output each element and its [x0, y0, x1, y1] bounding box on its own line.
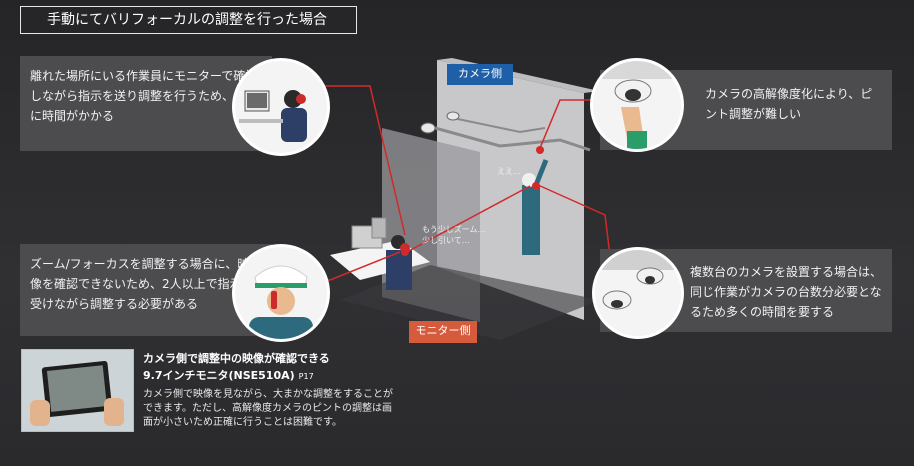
connector-line: [539, 99, 598, 149]
product-model-line: 9.7インチモニタ(NSE510A)P17: [143, 367, 314, 383]
multiple-cameras-circle: [592, 247, 684, 339]
product-model: 9.7インチモニタ(NSE510A): [143, 369, 295, 382]
camera-worker-figure: [522, 185, 540, 255]
worker-on-phone-icon: [249, 265, 313, 339]
connector-dot: [536, 146, 544, 154]
page-title: 手動にてバリフォーカルの調整を行った場合: [20, 6, 357, 34]
callout-two-people: ズーム/フォーカスを調整する場合に、映像を確認できないため、2人以上で指示を受け…: [20, 244, 272, 336]
operator-at-monitors-icon: [239, 90, 307, 142]
camera-side-label: カメラ側: [447, 64, 513, 85]
monitor-icon: [371, 217, 387, 239]
cable: [427, 124, 591, 152]
monitor-side-label: モニター側: [409, 321, 477, 343]
dome-camera-icon: [446, 111, 460, 121]
hand-adjusting-camera-icon: [593, 61, 681, 149]
operator-speech: もう少しズーム… 少し引いて…: [422, 224, 486, 246]
connector-line: [404, 185, 531, 254]
camera-worker-speech: ええ…: [497, 167, 521, 176]
monitor-operator-circle: [232, 58, 330, 156]
helmet-worker-circle: [232, 244, 330, 342]
multiple-dome-cameras-icon: [595, 250, 681, 310]
product-page-ref: P17: [298, 372, 314, 381]
camera-adjust-circle: [590, 58, 684, 152]
tablet-monitor-icon: [22, 350, 133, 431]
dome-camera-icon: [420, 122, 436, 134]
tablet-monitor-photo: [21, 349, 134, 432]
connector-dot: [401, 248, 409, 256]
connector-dot: [532, 182, 540, 190]
product-description: カメラ側で映像を見ながら、大まかな調整をすることができます。ただし、高解像度カメ…: [143, 389, 393, 428]
cable: [452, 117, 546, 134]
camera-worker-helmet: [522, 173, 536, 187]
operator-speech-line2: 少し引いて…: [422, 236, 470, 245]
operator-speech-line1: もう少しズーム…: [422, 225, 486, 234]
callout-remote-worker: 離れた場所にいる作業員にモニターで確認しながら指示を送り調整を行うため、作業に時…: [20, 56, 272, 151]
product-title: カメラ側で調整中の映像が確認できる: [143, 352, 330, 365]
